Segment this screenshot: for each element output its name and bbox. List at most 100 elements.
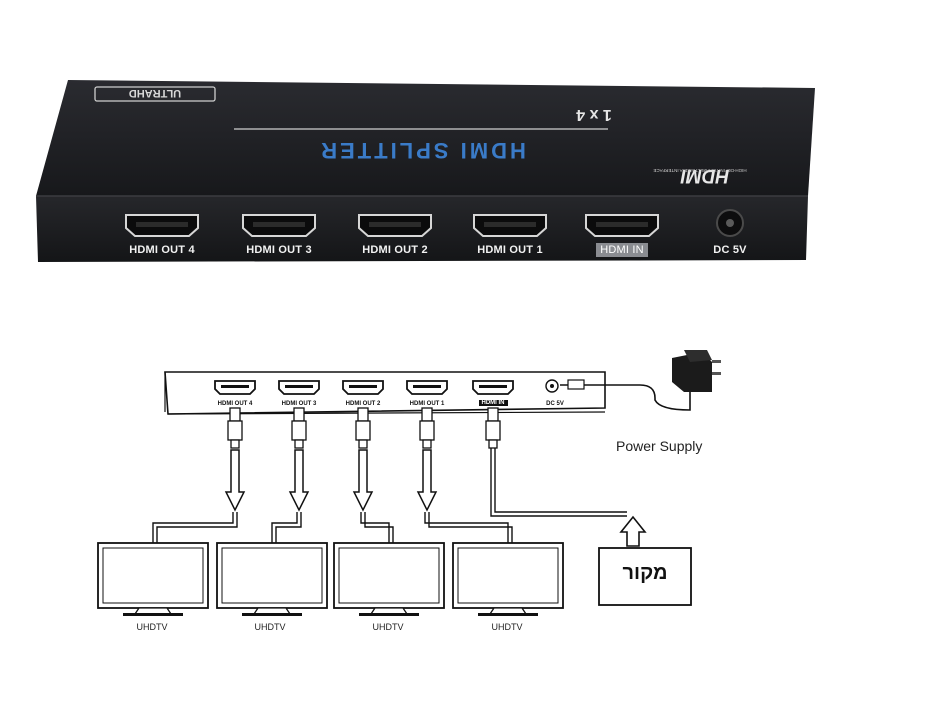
- hdmi-port-pins: [479, 385, 507, 388]
- photo-label-hdmi-out-2: HDMI OUT 2: [345, 244, 445, 256]
- tv-label-3: UHDTV: [348, 622, 428, 632]
- tv-base: [242, 613, 302, 616]
- model-subtitle-text: 1 x 4: [576, 106, 612, 123]
- uhdtv-2: [217, 543, 327, 616]
- tv-base: [123, 613, 183, 616]
- diagram-dc-port: [546, 380, 558, 392]
- uhdtv-4: [453, 543, 563, 616]
- hdmi-plug-head: [294, 408, 304, 421]
- diagram-label-hdmi-out-4: HDMI OUT 4: [205, 401, 265, 407]
- diagram-label-hdmi-out-2: HDMI OUT 2: [333, 401, 393, 407]
- diagram-hdmi-out-1-port: [407, 381, 447, 394]
- tv-label-2: UHDTV: [230, 622, 310, 632]
- tv-screen: [222, 548, 322, 603]
- hdmi-port-pins: [369, 222, 421, 227]
- hdmi-port-pins: [253, 222, 305, 227]
- tv-label-4: UHDTV: [467, 622, 547, 632]
- photo-hdmi-in-port: [586, 215, 658, 236]
- hdmi-port-pins: [413, 385, 441, 388]
- power-supply-label: Power Supply: [616, 438, 702, 454]
- photo-label-dc-5v: DC 5V: [680, 244, 780, 256]
- hdmi-port-pins: [596, 222, 648, 227]
- uhdtv-3: [334, 543, 444, 616]
- model-title-text: HDMI SPLITTER: [318, 138, 526, 163]
- hdmi-plug-head: [358, 408, 368, 421]
- down-arrow-icon: [226, 450, 244, 510]
- photo-hdmi-out-4-port: [126, 215, 198, 236]
- diagram-hdmi-in-port: [473, 381, 513, 394]
- cable-line: [495, 448, 627, 512]
- hdmi-plug: [356, 408, 370, 448]
- hdmi-port-pins: [221, 385, 249, 388]
- dc-jack-pin: [550, 384, 554, 388]
- hdmi-plug-strain: [423, 440, 431, 448]
- hdmi-plug-strain: [359, 440, 367, 448]
- hdmi-plug: [228, 408, 242, 448]
- brand-tagline-text: HIGH-DEFINITION MULTIMEDIA INTERFACE: [653, 168, 746, 173]
- down-arrow-icon: [290, 450, 308, 510]
- photo-hdmi-out-3-port: [243, 215, 315, 236]
- photo-dc-port: [717, 210, 743, 236]
- hdmi-plug-strain: [489, 440, 497, 448]
- photo-label-hdmi-out-3: HDMI OUT 3: [229, 244, 329, 256]
- tv-screen: [458, 548, 558, 603]
- diagram-hdmi-out-4-port: [215, 381, 255, 394]
- badge-text: ULTRAHD: [129, 87, 181, 99]
- hdmi-plug-body: [292, 421, 306, 440]
- output-cable-3: [272, 408, 308, 543]
- diagram-label-hdmi-in-text: HDMI IN: [479, 400, 508, 406]
- dc-plug: [568, 380, 584, 389]
- tv-label-1: UHDTV: [112, 622, 192, 632]
- hdmi-plug-strain: [231, 440, 239, 448]
- hdmi-plug: [486, 408, 500, 448]
- hdmi-plug-head: [488, 408, 498, 421]
- hdmi-plug: [420, 408, 434, 448]
- source-device: [599, 517, 691, 605]
- cable-line: [157, 512, 237, 543]
- photo-label-hdmi-in-text: HDMI IN: [596, 243, 648, 257]
- diagram-label-hdmi-out-1: HDMI OUT 1: [397, 401, 457, 407]
- hdmi-plug: [292, 408, 306, 448]
- hdmi-plug-body: [356, 421, 370, 440]
- hdmi-port-pins: [484, 222, 536, 227]
- cables: [153, 408, 627, 543]
- photo-label-hdmi-out-4: HDMI OUT 4: [112, 244, 212, 256]
- photo-hdmi-out-1-port: [474, 215, 546, 236]
- hdmi-tagline: HIGH-DEFINITION MULTIMEDIA INTERFACE: [653, 168, 746, 173]
- source-arrow-icon: [621, 517, 645, 546]
- output-cable-2: [354, 408, 393, 543]
- cable-line: [491, 448, 627, 516]
- input-cable: [486, 408, 627, 516]
- uhdtv-1: [98, 543, 208, 616]
- tv-screen: [339, 548, 439, 603]
- photo-label-hdmi-in: HDMI IN: [572, 244, 672, 256]
- hdmi-plug-head: [230, 408, 240, 421]
- diagram-hdmi-out-3-port: [279, 381, 319, 394]
- tv-base: [359, 613, 419, 616]
- tv-screen: [103, 548, 203, 603]
- hdmi-port-pins: [136, 222, 188, 227]
- diagram-label-dc-5v: DC 5V: [525, 401, 585, 407]
- down-arrow-icon: [418, 450, 436, 510]
- hdmi-plug-body: [228, 421, 242, 440]
- hdmi-port-pins: [285, 385, 313, 388]
- hdmi-plug-body: [420, 421, 434, 440]
- down-arrow-icon: [354, 450, 372, 510]
- hdmi-plug-head: [422, 408, 432, 421]
- diagram-label-hdmi-in: HDMI IN: [463, 400, 523, 406]
- tv-displays: [98, 543, 563, 616]
- hdmi-plug-strain: [295, 440, 303, 448]
- hdmi-port-pins: [349, 385, 377, 388]
- source-label: מקור: [599, 562, 691, 585]
- diagram-hdmi-out-2-port: [343, 381, 383, 394]
- output-cable-4: [153, 408, 244, 543]
- photo-hdmi-out-2-port: [359, 215, 431, 236]
- dc-jack-pin: [726, 219, 734, 227]
- device-photo: ULTRAHD HDMI SPLITTER 1 x 4 HDMI HIGH-DE…: [36, 80, 815, 262]
- photo-label-hdmi-out-1: HDMI OUT 1: [460, 244, 560, 256]
- tv-base: [478, 613, 538, 616]
- diagram-label-hdmi-out-3: HDMI OUT 3: [269, 401, 329, 407]
- hdmi-plug-body: [486, 421, 500, 440]
